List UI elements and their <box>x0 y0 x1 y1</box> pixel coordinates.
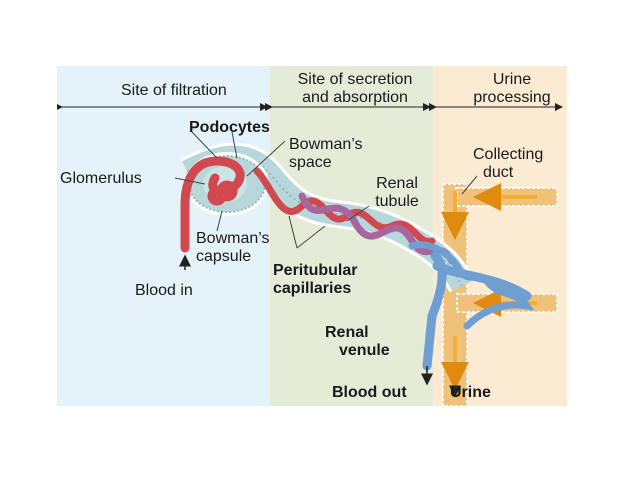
bowmans-space-label: Bowman’s space <box>289 136 363 172</box>
bowmans-capsule-line1: Bowman’s <box>196 230 270 247</box>
collecting-duct-label: Collecting duct <box>473 146 543 182</box>
region-urine-label: Urine processing <box>457 71 567 107</box>
bowmans-capsule-label: Bowman’s capsule <box>196 230 270 266</box>
peritubular-line2: capillaries <box>273 280 352 297</box>
glomerulus <box>180 156 245 253</box>
region-secretion-line1: Site of secretion <box>297 71 413 88</box>
renal-tubule-line1: Renal <box>376 175 418 192</box>
renal-venule <box>422 251 532 371</box>
peritubular-capillaries-label: Peritubular capillaries <box>273 262 357 298</box>
region-secretion-line2: and absorption <box>302 89 408 106</box>
renal-venule-label: Renal venule <box>325 324 390 360</box>
bowmans-space-line1: Bowman’s <box>289 136 363 153</box>
leader-lines <box>174 131 478 249</box>
renal-venule-line2: venule <box>339 342 390 359</box>
renal-tubule-label: Renal tubule <box>367 175 427 211</box>
bowmans-space-line2: space <box>289 154 332 171</box>
collecting-duct-line2: duct <box>483 164 514 181</box>
renal-venule-line1: Renal <box>325 324 369 341</box>
blood-out-label: Blood out <box>332 384 407 401</box>
region-urine-line1: Urine <box>492 71 532 88</box>
collecting-duct-line1: Collecting <box>473 146 544 163</box>
blood-in-label: Blood in <box>135 282 193 299</box>
region-secretion-label: Site of secretion and absorption <box>275 71 435 107</box>
region-urine-line2: processing <box>473 89 551 106</box>
renal-tubule-line2: tubule <box>375 193 419 210</box>
bowmans-capsule-line2: capsule <box>196 248 252 265</box>
peritubular-line1: Peritubular <box>273 262 358 279</box>
urine-label: Urine <box>450 384 491 401</box>
glomerulus-label: Glomerulus <box>60 170 142 187</box>
region-filtration-label: Site of filtration <box>121 82 227 99</box>
nephron-diagram: Site of filtration Site of secretion and… <box>57 66 567 406</box>
podocytes-label: Podocytes <box>189 119 270 136</box>
nephron-illustration <box>57 66 567 406</box>
filtration-region <box>57 66 270 406</box>
